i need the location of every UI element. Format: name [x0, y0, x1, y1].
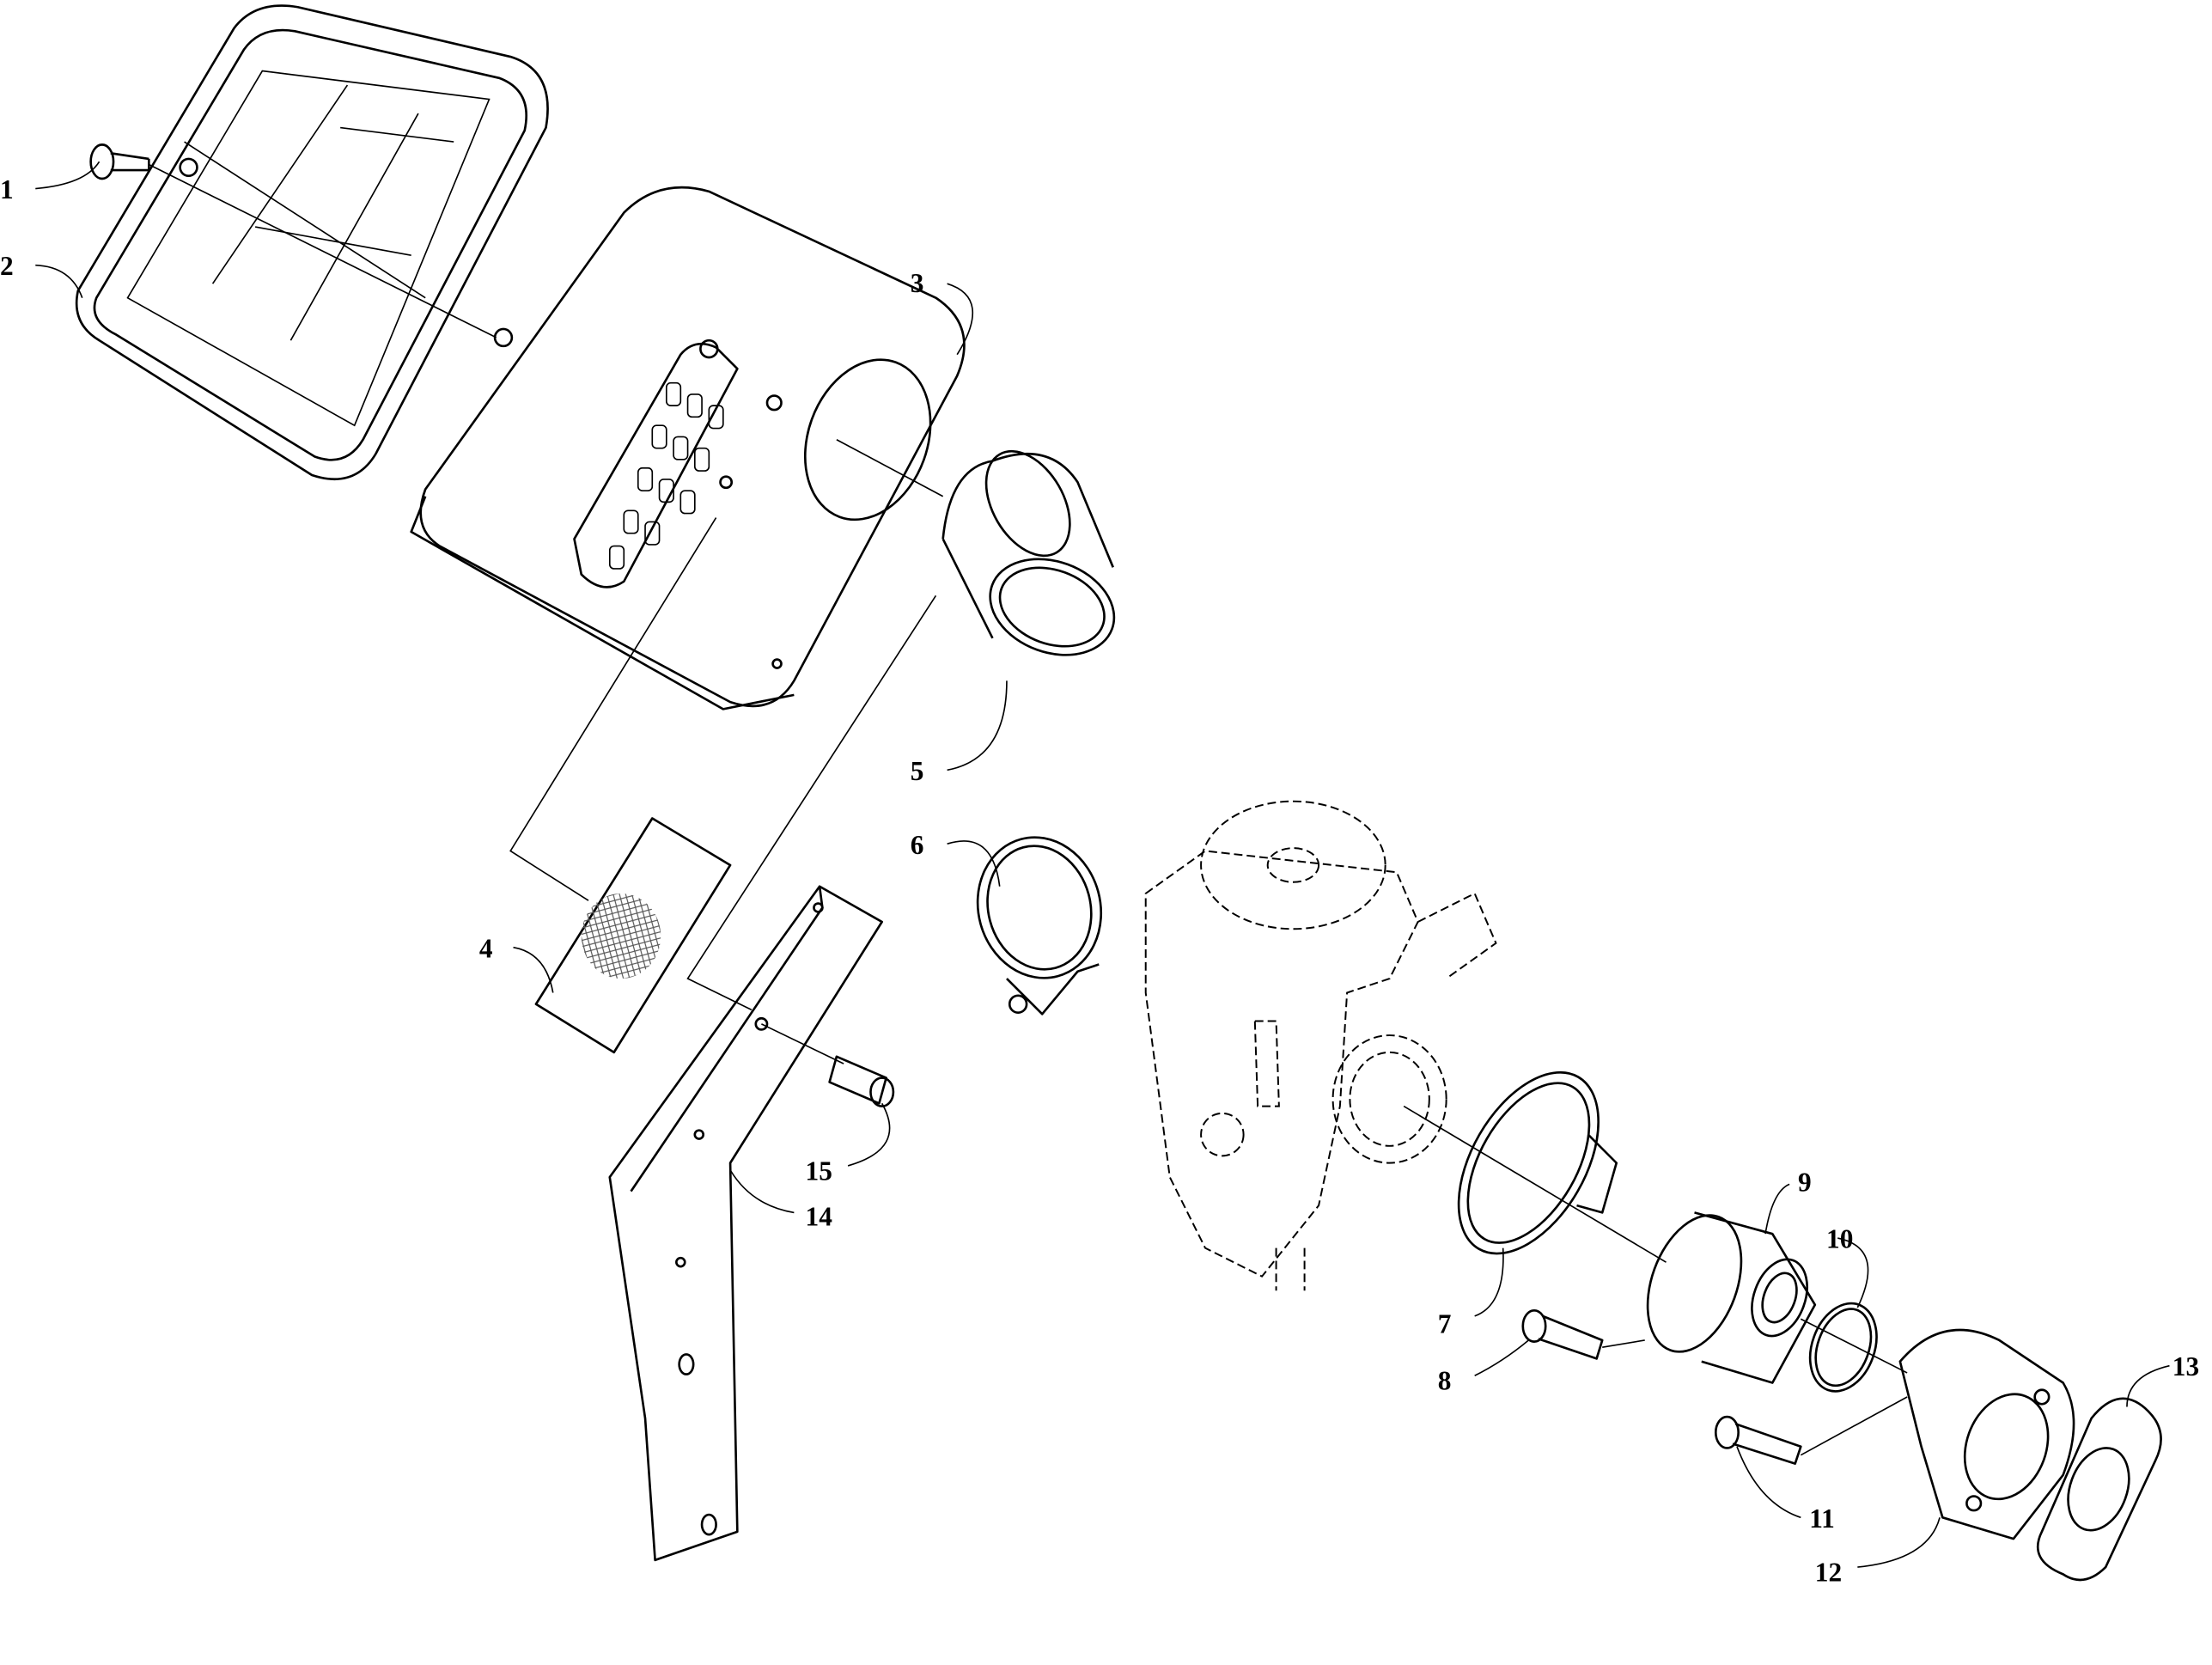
screw-1 [89, 143, 150, 180]
leader-bolt-11 [1800, 1396, 1908, 1456]
callout-14: 14 [806, 1201, 833, 1231]
leader-bolt-8 [1602, 1339, 1645, 1349]
leader-housing-boot [836, 439, 944, 497]
cap-screw-8 [1521, 1308, 1604, 1360]
callout-labels: 1 2 3 4 5 6 7 8 9 10 11 12 13 14 15 [0, 174, 2199, 1587]
screen [534, 817, 732, 1054]
callout-12: 12 [1815, 1558, 1842, 1588]
callout-2: 2 [0, 251, 14, 281]
leader-screen [509, 517, 937, 1011]
intake-boot [1646, 1211, 1817, 1384]
air-silencer-housing [410, 186, 966, 711]
leader-screw-axis [148, 163, 497, 338]
cap-screw-11 [1714, 1415, 1802, 1465]
callout-10: 10 [1826, 1224, 1853, 1254]
clamp-6 [976, 836, 1103, 1015]
callout-8: 8 [1438, 1366, 1452, 1396]
leader-oring [1800, 1318, 1908, 1374]
clamp-7 [1457, 1070, 1618, 1255]
gasket [2037, 1397, 2162, 1582]
callout-1: 1 [0, 174, 14, 204]
callout-15: 15 [806, 1156, 832, 1186]
intake-pipe [1898, 1328, 2075, 1540]
leader-bracket-bolt [761, 1023, 844, 1064]
callout-11: 11 [1809, 1503, 1835, 1534]
bracket [608, 885, 884, 1562]
cap-screw-15 [828, 1055, 895, 1107]
boot [941, 449, 1116, 656]
callout-9: 9 [1798, 1168, 1812, 1198]
callout-4: 4 [479, 933, 493, 963]
air-silencer-cover [75, 4, 549, 481]
callout-3: 3 [911, 268, 924, 298]
callout-6: 6 [911, 830, 924, 860]
callout-5: 5 [911, 756, 924, 786]
callout-leaders [35, 161, 2170, 1568]
carburetor-reference [1144, 800, 1497, 1291]
callout-7: 7 [1438, 1309, 1452, 1339]
callout-13: 13 [2172, 1351, 2199, 1381]
leader-carb-clamp [1403, 1105, 1667, 1263]
